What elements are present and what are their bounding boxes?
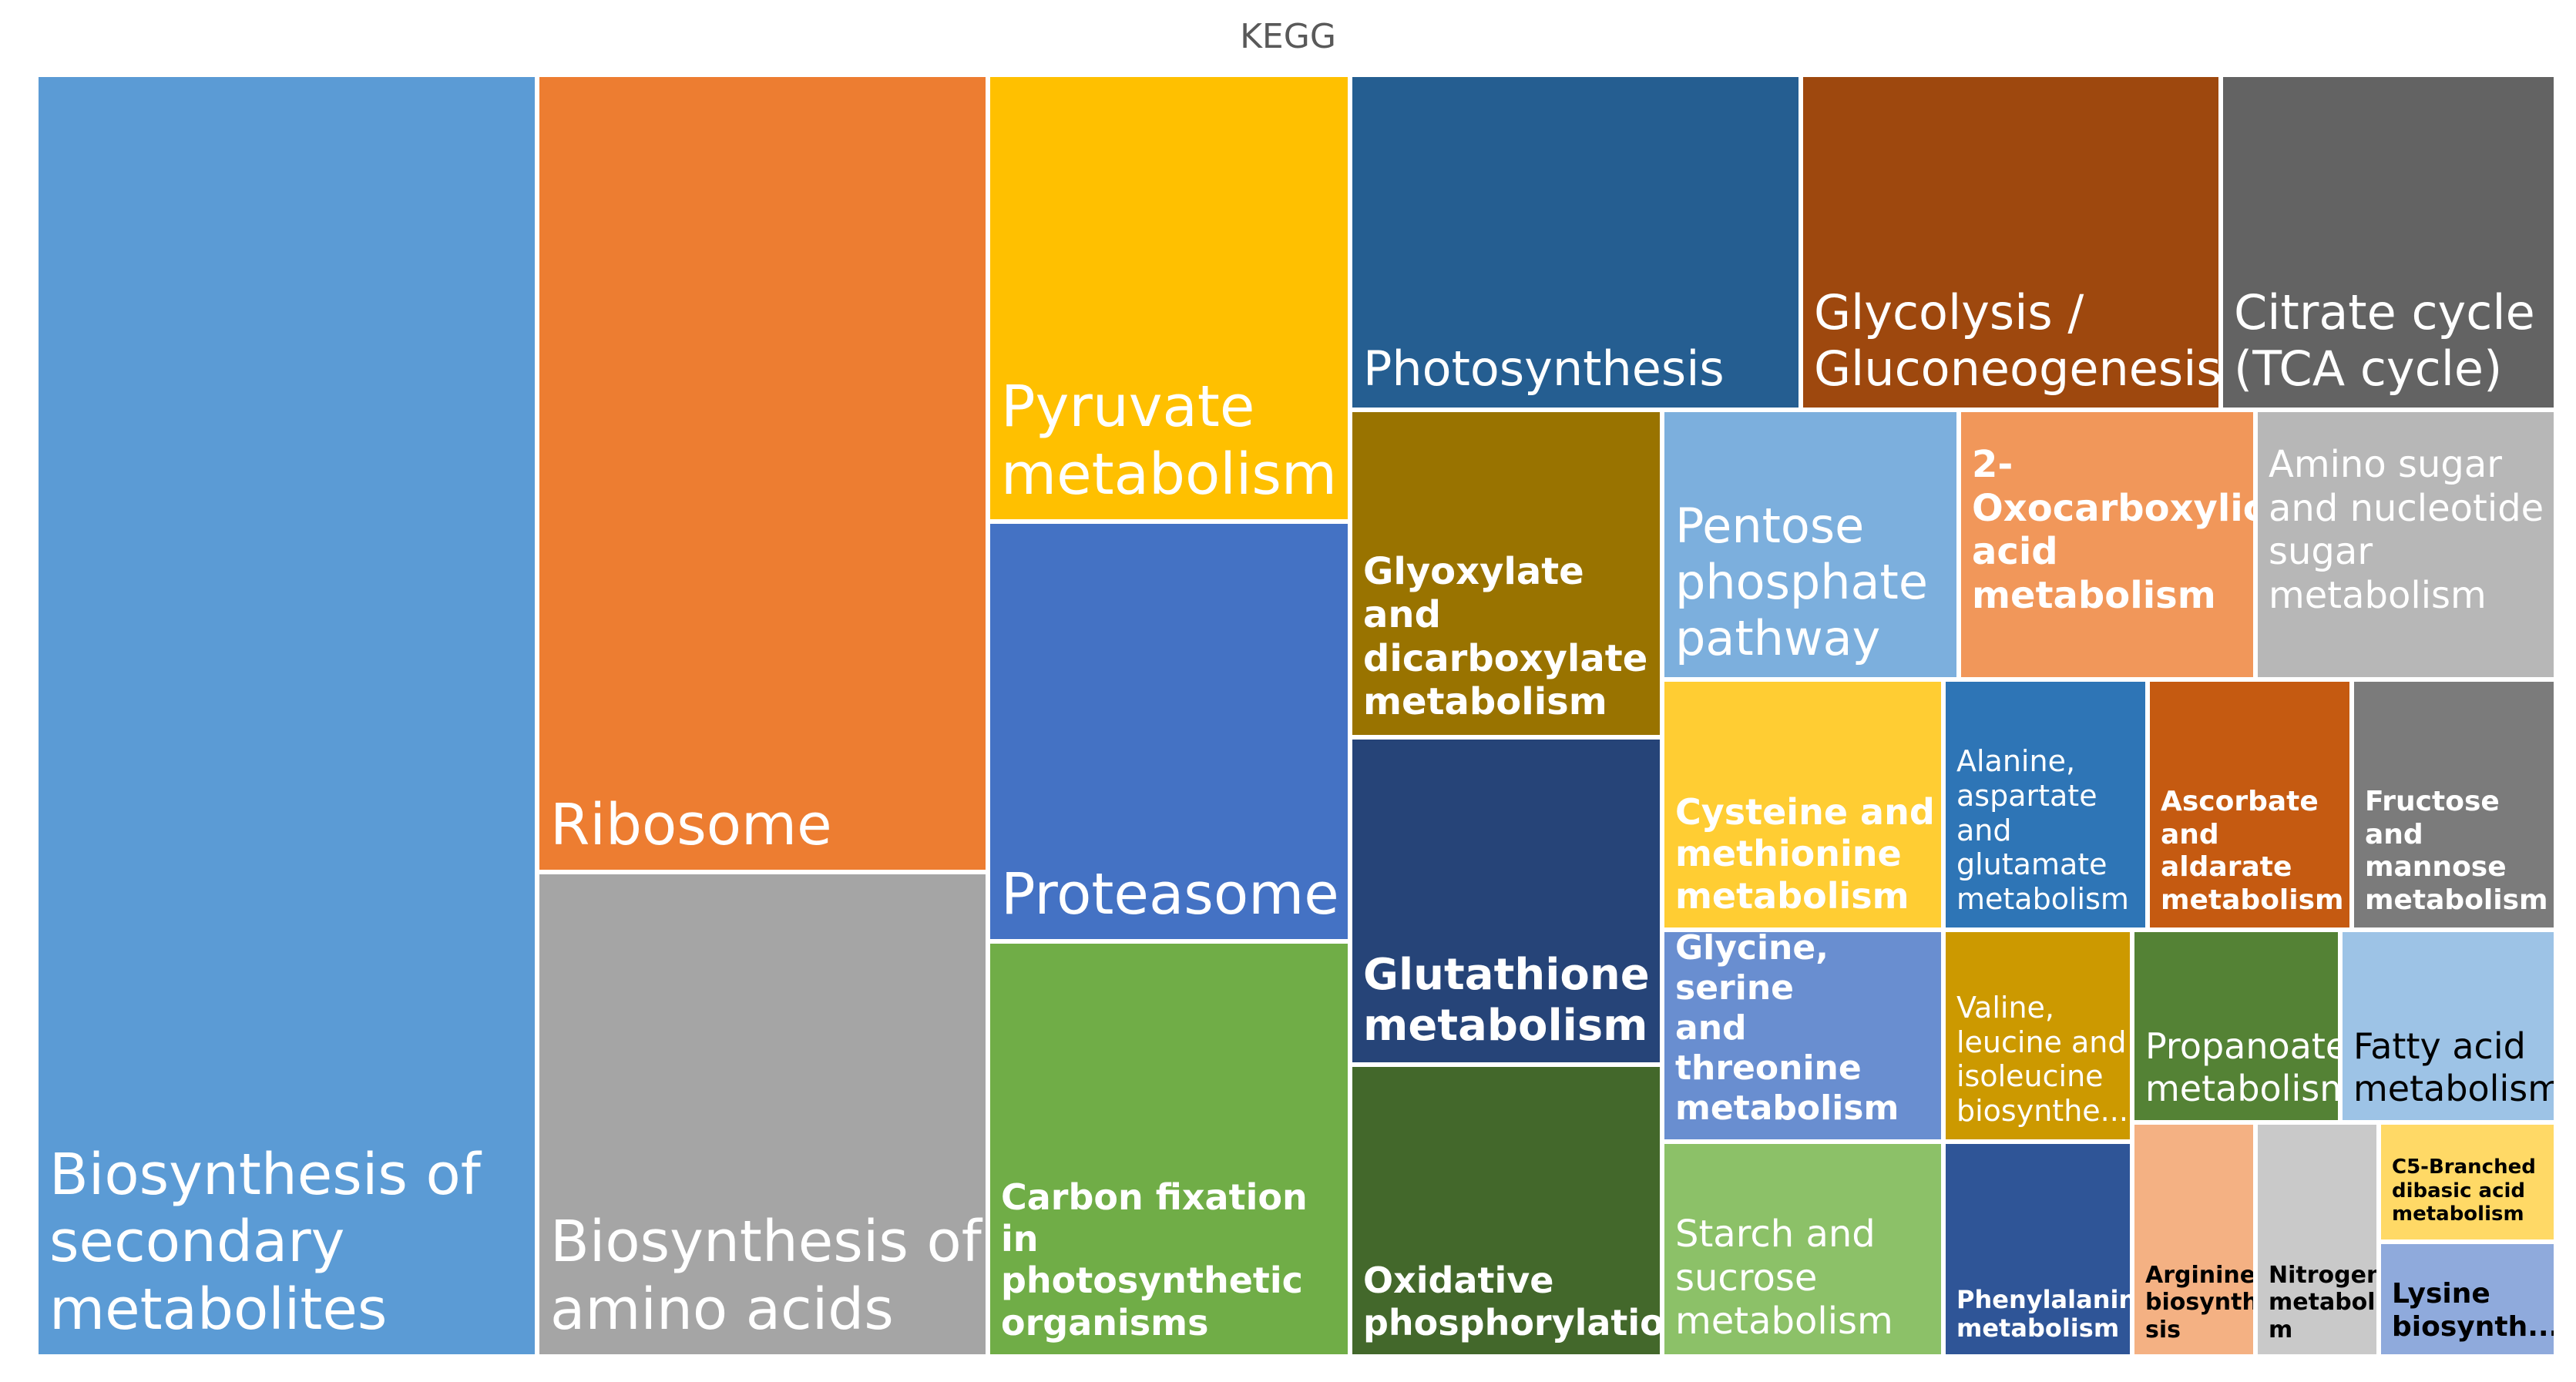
treemap-tile: Oxidative phosphorylation <box>1352 1067 1664 1359</box>
treemap-tile-label: Lysine biosynth... <box>2392 1278 2558 1343</box>
treemap-tile: Amino sugar and nucleotide sugar metabol… <box>2258 412 2558 682</box>
treemap-tile: Propanoate metabolism <box>2134 932 2343 1125</box>
treemap-tile: Citrate cycle (TCA cycle) <box>2223 77 2558 412</box>
treemap-tile: Valine, leucine and isoleucine biosynthe… <box>1946 932 2134 1144</box>
chart-title: KEGG <box>1240 17 1336 56</box>
treemap-tile-label: Glutathione metabolism <box>1363 949 1650 1051</box>
treemap-tile: Biosynthesis of amino acids <box>539 874 990 1359</box>
treemap-tile: Starch and sucrose metabolism <box>1664 1144 1946 1359</box>
treemap-tile-label: Amino sugar and nucleotide sugar metabol… <box>2269 443 2544 617</box>
treemap-tile-label: Nitrogen metabolis m <box>2269 1261 2381 1343</box>
treemap-tile: Arginine biosynthe sis <box>2134 1125 2258 1359</box>
treemap-tile: C5-Branched dibasic acid metabolism <box>2381 1125 2558 1244</box>
treemap-tile: Cysteine and methionine metabolism <box>1664 682 1946 932</box>
treemap-tile-label: Oxidative phosphorylation <box>1363 1260 1664 1343</box>
treemap-tile-label: Alanine, aspartate and glutamate metabol… <box>1956 743 2129 917</box>
treemap-tile-label: Fatty acid metabolism <box>2353 1025 2558 1109</box>
treemap-tile: Nitrogen metabolis m <box>2258 1125 2381 1359</box>
treemap-tile: Fructose and mannose metabolism <box>2354 682 2558 932</box>
treemap-tile-label: Propanoate metabolism <box>2145 1025 2343 1109</box>
treemap-tile-label: Fructose and mannose metabolism <box>2365 786 2548 916</box>
treemap-tile-label: Glycolysis / Gluconeogenesis <box>1814 283 2222 397</box>
treemap-tile-label: Glyoxylate and dicarboxylate metabolism <box>1363 549 1648 724</box>
treemap-tile: Ribosome <box>539 77 990 874</box>
treemap-tile-label: Phenylalanine metabolism <box>1956 1284 2134 1343</box>
treemap-tile: Lysine biosynth... <box>2381 1244 2558 1359</box>
treemap-tile-label: Photosynthesis <box>1363 340 1725 397</box>
treemap-tile: Ascorbate and aldarate metabolism <box>2150 682 2354 932</box>
treemap-tile-label: Biosynthesis of amino acids <box>550 1209 982 1343</box>
treemap-tile: Biosynthesis of secondary metabolites <box>39 77 539 1359</box>
treemap-tile: Pyruvate metabolism <box>990 77 1352 524</box>
treemap-tile-label: Carbon fixation in photosynthetic organi… <box>1001 1176 1308 1343</box>
treemap-tile-label: Glycine, serine and threonine metabolism <box>1675 932 1899 1129</box>
treemap-tile: Photosynthesis <box>1352 77 1803 412</box>
treemap-tile-label: Pentose phosphate pathway <box>1675 497 1928 666</box>
treemap-tile: Glutathione metabolism <box>1352 740 1664 1067</box>
treemap-tile-label: Citrate cycle (TCA cycle) <box>2234 283 2535 397</box>
treemap-tile: Glycolysis / Gluconeogenesis <box>1803 77 2223 412</box>
treemap-tile: Carbon fixation in photosynthetic organi… <box>990 944 1352 1359</box>
treemap-tile: Glycine, serine and threonine metabolism <box>1664 932 1946 1144</box>
treemap-tile-label: Valine, leucine and isoleucine biosynthe… <box>1956 990 2128 1129</box>
treemap-tile: Alanine, aspartate and glutamate metabol… <box>1946 682 2150 932</box>
treemap-tile: Fatty acid metabolism <box>2343 932 2558 1125</box>
treemap-tile-label: Ascorbate and aldarate metabolism <box>2161 786 2344 916</box>
treemap-tile-label: Biosynthesis of secondary metabolites <box>49 1142 481 1343</box>
treemap-tile-label: C5-Branched dibasic acid metabolism <box>2392 1156 2536 1226</box>
treemap-tile-label: Cysteine and methionine metabolism <box>1675 791 1935 917</box>
treemap-tile: Phenylalanine metabolism <box>1946 1144 2134 1359</box>
treemap-tile-label: Pyruvate metabolism <box>1001 374 1337 508</box>
treemap-tile-label: 2- Oxocarboxylic acid metabolism <box>1972 443 2258 617</box>
treemap-tile-label: Proteasome <box>1001 860 1339 927</box>
treemap-tile-label: Ribosome <box>550 791 832 858</box>
treemap-tile-label: Starch and sucrose metabolism <box>1675 1213 1893 1343</box>
treemap-tile-label: Arginine biosynthe sis <box>2145 1261 2258 1343</box>
treemap-tile: Glyoxylate and dicarboxylate metabolism <box>1352 412 1664 740</box>
treemap-tile: Proteasome <box>990 524 1352 944</box>
treemap-tile: Pentose phosphate pathway <box>1664 412 1961 682</box>
treemap-tile: 2- Oxocarboxylic acid metabolism <box>1961 412 2258 682</box>
